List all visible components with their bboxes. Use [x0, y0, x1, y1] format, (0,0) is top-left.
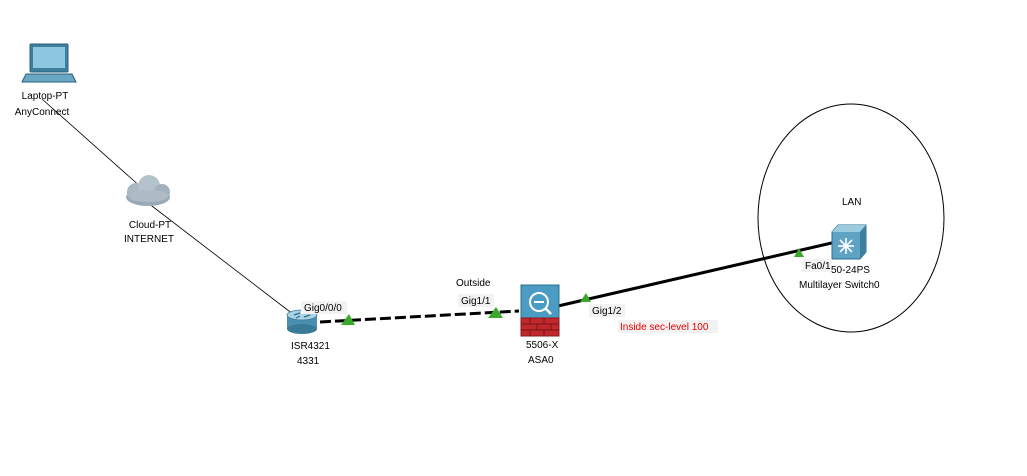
asa-gig12-label-bg: [589, 304, 625, 317]
link-up-indicator-asa-gig11: [488, 307, 503, 318]
router-device[interactable]: Gig0/0/0 ISR4321 4331: [286, 301, 347, 367]
inside-annotation-bg: [618, 320, 718, 333]
asa-gig11-label-bg: [458, 294, 494, 307]
link-up-indicator-asa-gig12: [580, 293, 591, 302]
asa-model-label: 5506-X: [526, 340, 559, 351]
link-up-indicator-switch-fa01: [794, 248, 804, 257]
cloud-model-label: Cloud-PT: [129, 220, 171, 231]
cable-laptop-cloud[interactable]: [41, 98, 143, 189]
laptop-icon: [21, 43, 77, 83]
router-name-label: 4331: [297, 356, 320, 367]
laptop-name-label: AnyConnect: [15, 107, 70, 118]
router-interface-label: Gig0/0/0: [304, 303, 342, 314]
router-icon: [286, 309, 318, 334]
lan-area-label[interactable]: LAN: [842, 197, 861, 208]
lan-area-ellipse[interactable]: [757, 103, 945, 333]
asa-gig11-label: Gig1/1: [461, 296, 491, 307]
switch-model-label: 50-24PS: [831, 265, 870, 276]
multilayer-switch-icon: [831, 224, 867, 260]
cloud-icon: [126, 175, 170, 206]
multilayer-switch-device[interactable]: Fa0/1 50-24PS Multilayer Switch0: [799, 224, 880, 291]
switch-interface-label-bg: [802, 259, 832, 272]
asa-gig12-label: Gig1/2: [592, 306, 622, 317]
cable-cloud-router[interactable]: [147, 202, 299, 319]
asa-device[interactable]: 5506-X ASA0: [520, 284, 560, 366]
router-interface-label-bg: [301, 301, 347, 314]
switch-interface-label: Fa0/1: [805, 261, 831, 272]
router-model-label: ISR4321: [291, 341, 330, 352]
link-up-indicator-router: [341, 314, 355, 325]
laptop-model-label: Laptop-PT: [22, 91, 69, 102]
cloud-device[interactable]: Cloud-PT INTERNET: [124, 175, 174, 245]
inside-security-level-note[interactable]: Inside sec-level 100: [620, 322, 709, 333]
asa-name-label: ASA0: [528, 355, 554, 366]
cable-router-asa-outside[interactable]: [319, 309, 520, 324]
switch-name-label: Multilayer Switch0: [799, 280, 880, 291]
cloud-name-label: INTERNET: [124, 234, 174, 245]
cable-asa-switch-inside[interactable]: [557, 240, 837, 308]
laptop-device[interactable]: Laptop-PT AnyConnect: [15, 43, 77, 118]
firewall-icon: [520, 284, 560, 337]
outside-zone-label[interactable]: Outside: [456, 278, 491, 289]
